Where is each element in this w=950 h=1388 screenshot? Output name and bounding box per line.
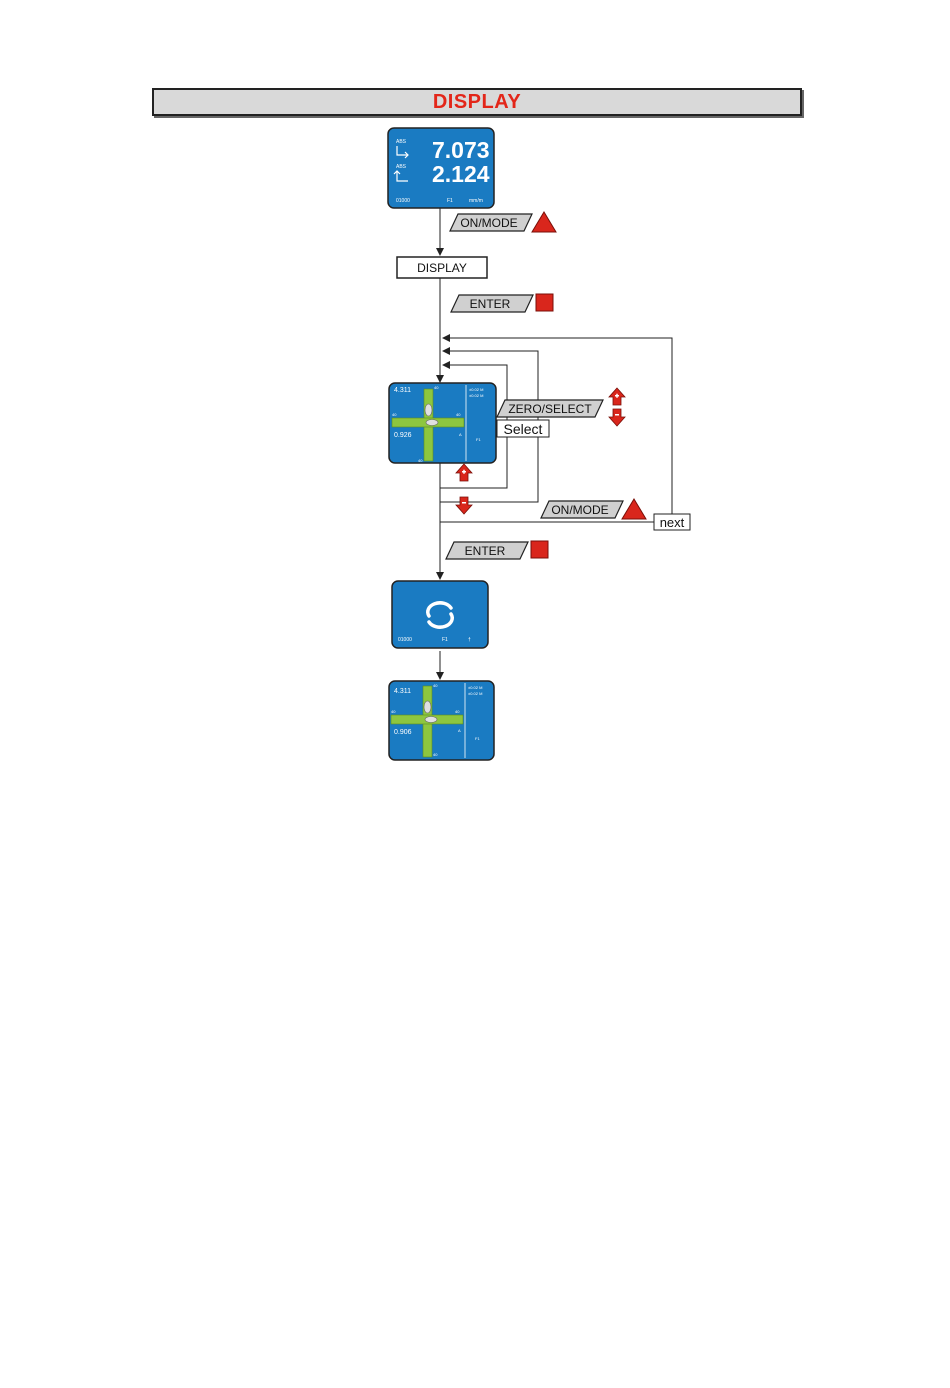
function-label: F1 — [476, 437, 481, 442]
horizontal-bubble — [426, 420, 438, 426]
scale-top: 40 — [434, 385, 439, 390]
display-menu-box[interactable]: DISPLAY — [397, 257, 487, 278]
scale-left: 40 — [391, 709, 396, 714]
value-2: 2.124 — [432, 161, 490, 187]
on-mode-key-1[interactable]: ON/MODE — [450, 214, 532, 231]
value-1: 7.073 — [432, 137, 490, 163]
value-bottom: 0.906 — [394, 729, 412, 736]
on-mode-key-2[interactable]: ON/MODE — [541, 501, 623, 518]
triangle-button-icon[interactable] — [622, 499, 646, 519]
scale-bottom: 40 — [433, 752, 438, 757]
select-box[interactable]: Select — [497, 420, 549, 437]
footer-left: 01000 — [396, 198, 410, 204]
vertical-bubble — [425, 404, 432, 416]
svg-text:ZERO/SELECT: ZERO/SELECT — [508, 402, 592, 416]
horizontal-bubble — [425, 717, 437, 723]
footer-mid: F1 — [447, 198, 453, 204]
square-button-icon[interactable] — [536, 294, 553, 311]
down-arrow-icon[interactable] — [609, 409, 625, 426]
svg-text:next: next — [660, 515, 685, 530]
svg-text:DISPLAY: DISPLAY — [417, 261, 467, 275]
value-top: 4.311 — [394, 387, 411, 394]
sync-screen: 01000 F1 † — [392, 581, 488, 648]
zero-select-key[interactable]: ZERO/SELECT — [497, 400, 603, 417]
tolerance-2: ±0.02 M — [469, 393, 483, 398]
triangle-button-icon[interactable] — [532, 212, 556, 232]
footer-mid: F1 — [442, 637, 448, 643]
tolerance-1: ±0.02 M — [468, 685, 482, 690]
down-arrow-icon[interactable] — [456, 497, 472, 514]
mode-label: A — [458, 728, 461, 733]
scale-right: 40 — [456, 412, 461, 417]
footer-unit: mm/m — [469, 198, 483, 204]
scale-bottom: 40 — [418, 458, 423, 463]
scale-top: 40 — [433, 683, 438, 688]
square-button-icon[interactable] — [531, 541, 548, 558]
up-arrow-icon[interactable] — [456, 464, 472, 481]
level-screen-b: 4.311 0.906 40 40 40 40 ±0.02 M ±0.02 M … — [389, 681, 494, 760]
up-arrow-icon[interactable] — [609, 388, 625, 405]
abs-tag-2: ABS — [396, 164, 407, 170]
enter-key-2[interactable]: ENTER — [446, 542, 528, 559]
mode-label: A — [459, 432, 462, 437]
svg-text:ENTER: ENTER — [470, 297, 511, 311]
enter-key-1[interactable]: ENTER — [451, 295, 533, 312]
scale-left: 40 — [392, 412, 397, 417]
svg-text:ON/MODE: ON/MODE — [460, 216, 517, 230]
svg-text:Select: Select — [504, 421, 543, 437]
value-top: 4.311 — [394, 688, 411, 695]
main-measurement-screen: ABS ABS 7.073 2.124 01000 F1 mm/m — [388, 128, 494, 208]
tolerance-2: ±0.02 M — [468, 691, 482, 696]
footer-right: † — [468, 637, 471, 643]
next-box[interactable]: next — [654, 514, 690, 530]
function-label: F1 — [475, 736, 480, 741]
scale-right: 40 — [455, 709, 460, 714]
abs-tag-1: ABS — [396, 139, 407, 145]
tolerance-1: ±0.02 M — [469, 387, 483, 392]
level-screen-a: 4.311 0.926 40 40 40 40 ±0.02 M ±0.02 M … — [389, 383, 496, 463]
svg-text:ON/MODE: ON/MODE — [551, 503, 608, 517]
value-bottom: 0.926 — [394, 432, 412, 439]
vertical-bubble — [424, 701, 431, 713]
footer-left: 01000 — [398, 637, 412, 643]
svg-text:ENTER: ENTER — [465, 544, 506, 558]
